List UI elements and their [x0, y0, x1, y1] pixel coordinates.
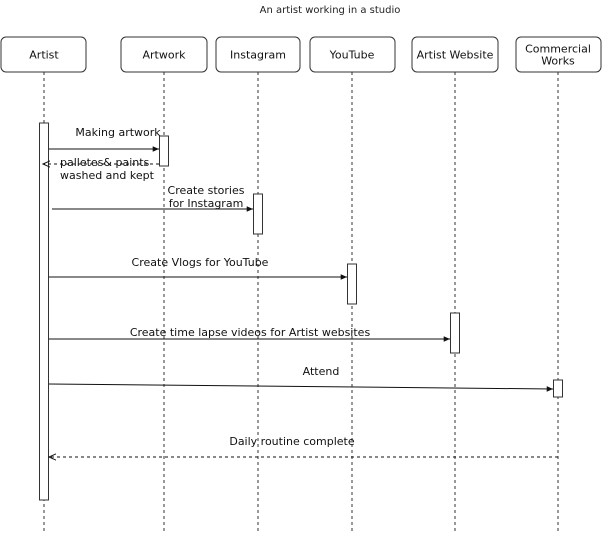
activation-bar-youtube: [347, 263, 357, 305]
activation-bar-commercial: [553, 379, 563, 398]
message-label: Create time lapse videos for Artist webs…: [130, 326, 371, 339]
message-1: Making artwork: [49, 126, 161, 152]
lifelines: Artist Artwork Instagram YouTube Artist Webs…: [0, 36, 602, 533]
participant-name: Artist: [29, 49, 59, 62]
diagram-title: An artist working in a studio: [260, 5, 401, 16]
activation-bar-artwork: [159, 135, 169, 167]
participant-name: Instagram: [230, 49, 286, 62]
participant-website: Artist Website: [411, 36, 499, 533]
activation-bar-artist: [39, 122, 49, 501]
message-label: Attend: [303, 365, 340, 378]
message-label: Making artwork: [75, 126, 161, 139]
participant-name: Artwork: [143, 49, 187, 62]
participant-instagram: Instagram: [215, 36, 301, 533]
message-label: washed and kept: [60, 169, 155, 182]
message-label: Create Vlogs for YouTube: [132, 256, 269, 269]
message-6: Attend: [48, 365, 554, 392]
message-label: Daily routine complete: [229, 435, 355, 448]
activation-bars: [39, 122, 563, 501]
activation-bar-website: [450, 312, 460, 354]
participant-artwork: Artwork: [120, 36, 208, 533]
message-5: Create time lapse videos for Artist webs…: [49, 326, 450, 342]
message-7: Daily routine complete: [49, 435, 558, 457]
message-label: for Instagram: [169, 197, 244, 210]
participant-name: Commercial: [525, 43, 591, 56]
message-label: palletes& paints: [60, 156, 150, 169]
message-label: Create stories: [168, 184, 245, 197]
participant-name: Artist Website: [417, 49, 494, 62]
participant-name: YouTube: [329, 49, 375, 62]
call-arrow: [48, 383, 554, 392]
participant-name: Works: [541, 55, 575, 68]
message-4: Create Vlogs for YouTube: [49, 256, 347, 280]
activation-bar-instagram: [253, 193, 263, 235]
